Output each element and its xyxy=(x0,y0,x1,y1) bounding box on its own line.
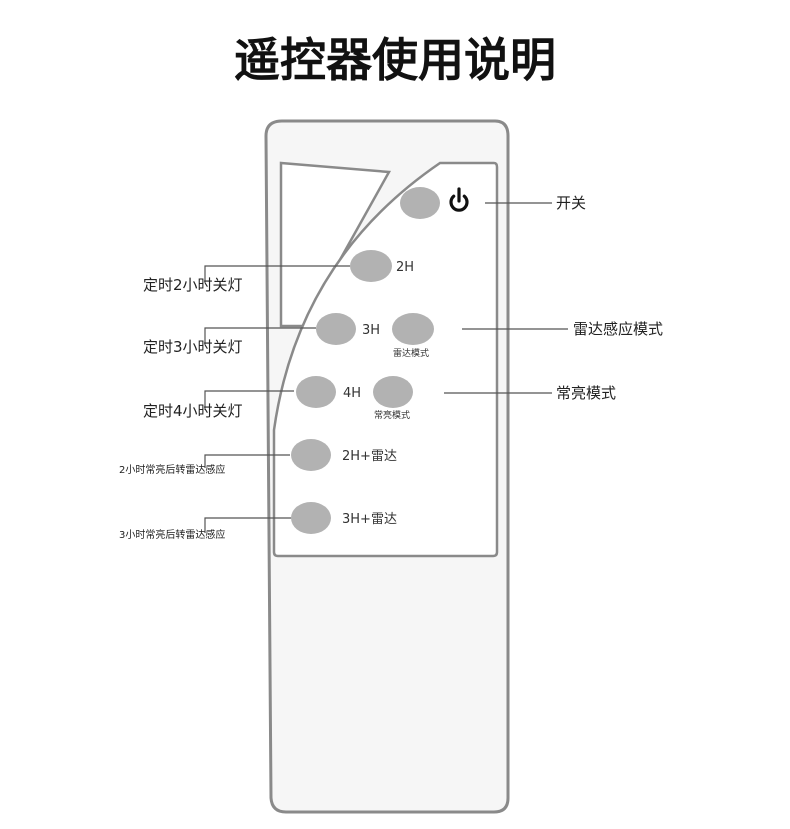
callout-steady-mode: 常亮模式 xyxy=(556,384,616,402)
radar-mode-button[interactable] xyxy=(392,313,434,345)
button-3h-label: 3H xyxy=(362,323,380,338)
button-3h-radar[interactable] xyxy=(291,502,331,534)
power-icon xyxy=(449,187,469,212)
button-3h-radar-label: 3H+雷达 xyxy=(342,512,397,527)
steady-mode-label: 常亮模式 xyxy=(374,409,410,421)
page-title: 遥控器使用说明 xyxy=(234,33,556,87)
button-4h[interactable] xyxy=(296,376,336,408)
callout-timer-4h: 定时4小时关灯 xyxy=(143,402,243,420)
button-2h-radar-label: 2H+雷达 xyxy=(342,449,397,464)
callout-lines xyxy=(204,202,568,533)
callout-timer-3h: 定时3小时关灯 xyxy=(143,338,243,356)
button-2h[interactable] xyxy=(350,250,392,282)
button-3h[interactable] xyxy=(316,313,356,345)
power-button[interactable] xyxy=(400,187,440,219)
callout-3h-steady-radar: 3小时常亮后转雷达感应 xyxy=(119,528,225,541)
steady-mode-button[interactable] xyxy=(373,376,413,408)
button-4h-label: 4H xyxy=(343,386,361,401)
radar-mode-label: 雷达模式 xyxy=(393,347,429,359)
callout-power: 开关 xyxy=(556,194,586,212)
callout-timer-2h: 定时2小时关灯 xyxy=(143,276,243,294)
callout-2h-steady-radar: 2小时常亮后转雷达感应 xyxy=(119,463,225,476)
callout-radar-mode: 雷达感应模式 xyxy=(573,320,663,338)
button-2h-radar[interactable] xyxy=(291,439,331,471)
button-2h-label: 2H xyxy=(396,260,414,275)
